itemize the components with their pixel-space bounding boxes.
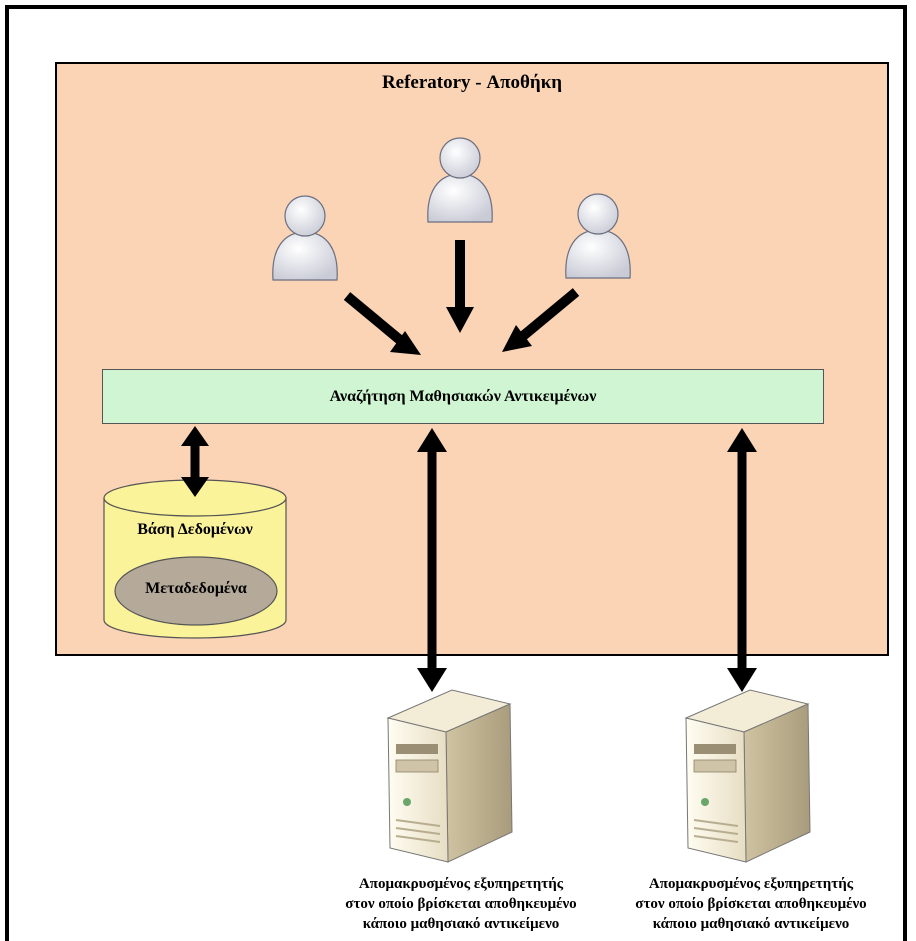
metadata-ellipse	[114, 556, 278, 626]
server-caption-line: κάποιο μαθησιακό αντικείμενο	[362, 916, 560, 932]
search-label: Αναζήτηση Μαθησιακών Αντικειμένων	[329, 387, 597, 405]
bidirectional-arrow	[727, 428, 757, 692]
diagram-frame	[5, 5, 907, 941]
server-caption: Απομακρυσμένος εξυπηρετητής στον οποίο β…	[601, 874, 901, 934]
server-caption-line: στον οποίο βρίσκεται αποθηκευμένο	[635, 896, 867, 912]
arrow	[343, 292, 421, 355]
user-icon	[427, 137, 493, 223]
server-caption-line: στον οποίο βρίσκεται αποθηκευμένο	[345, 896, 577, 912]
server-caption-line: Απομακρυσμένος εξυπηρετητής	[648, 876, 854, 892]
server-icon	[386, 689, 513, 863]
database-cylinder	[103, 479, 287, 639]
repository-title: Referatory - Αποθήκη	[381, 72, 563, 93]
search-learning-objects-box: Αναζήτηση Μαθησιακών Αντικειμένων	[102, 369, 824, 424]
metadata-label: Μεταδεδομένα	[145, 580, 247, 597]
server-caption: Απομακρυσμένος εξυπηρετητής στον οποίο β…	[311, 874, 611, 934]
arrow	[502, 288, 580, 352]
bidirectional-arrow	[417, 428, 447, 692]
server-icon	[684, 689, 811, 863]
bidirectional-arrow	[181, 426, 209, 497]
server-caption-line: κάποιο μαθησιακό αντικείμενο	[652, 916, 850, 932]
user-icon	[565, 193, 631, 279]
database-title: Βάση Δεδομένων	[137, 521, 253, 538]
user-icon	[272, 195, 338, 281]
arrow	[446, 240, 474, 333]
server-caption-line: Απομακρυσμένος εξυπηρετητής	[358, 876, 564, 892]
